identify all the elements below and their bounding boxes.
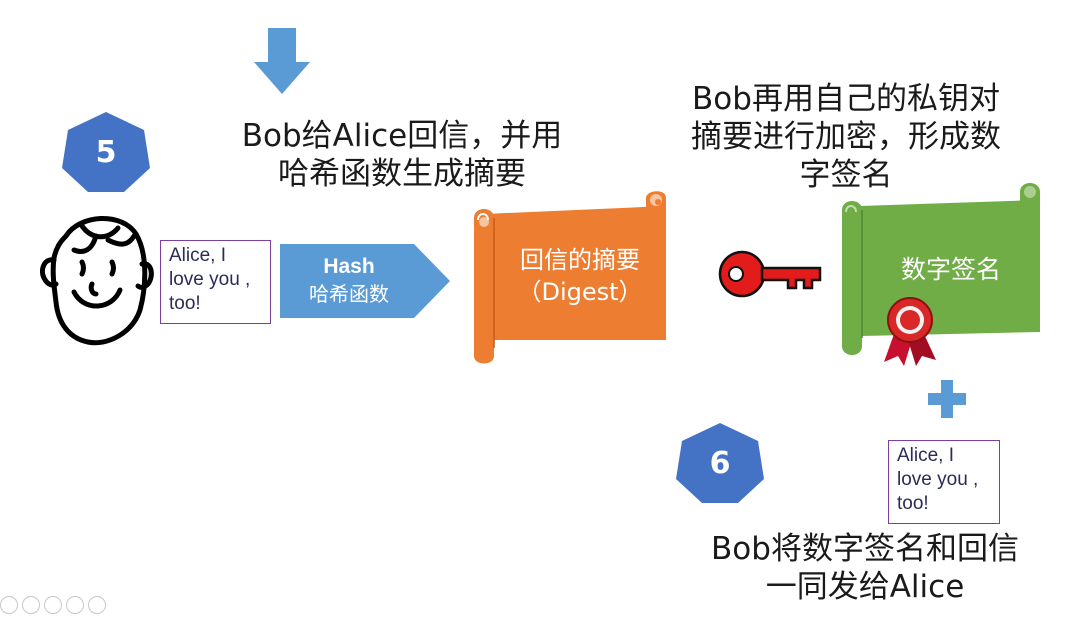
step6-caption: Bob将数字签名和回信 一同发给Alice: [690, 530, 1040, 606]
step-6-number: 6: [709, 445, 731, 481]
zoom-icon[interactable]: [66, 596, 84, 614]
step5-caption: Bob给Alice回信，并用 哈希函数生成摘要: [222, 117, 582, 193]
signature-scroll: 数字签名: [840, 180, 1044, 370]
hash-function-arrow: Hash 哈希函数: [280, 244, 450, 318]
step5-caption-line2: 哈希函数生成摘要: [278, 156, 526, 192]
step6-caption-line1: Bob将数字签名和回信: [711, 531, 1019, 567]
sent-message-box: Alice, I love you , too!: [888, 440, 1000, 524]
step6-caption-line2: 一同发给Alice: [765, 569, 965, 605]
step-5-number: 5: [95, 134, 117, 170]
previous-slide-icon[interactable]: [0, 596, 18, 614]
sent-message-line3: too!: [897, 493, 929, 514]
step-5-badge: 5: [60, 110, 152, 194]
pen-icon[interactable]: [22, 596, 40, 614]
reply-message-line1: Alice, I: [169, 245, 227, 266]
step5-caption-line1: Bob给Alice回信，并用: [241, 118, 563, 154]
slideshow-controls: [0, 594, 106, 616]
reply-message-line3: too!: [169, 293, 201, 314]
reply-message-line2: love you ,: [169, 269, 251, 290]
digest-label: 回信的摘要: [520, 246, 640, 274]
plus-icon: [928, 380, 966, 418]
hash-subtitle: 哈希函数: [309, 282, 389, 306]
sent-message-line2: love you ,: [897, 469, 979, 490]
step-6-badge: 6: [674, 421, 766, 505]
down-arrow-icon: [254, 28, 310, 94]
bob-face-icon: [36, 206, 156, 348]
sent-message-line1: Alice, I: [897, 445, 955, 466]
step5b-caption-line2: 摘要进行加密，形成数: [691, 119, 1001, 155]
signature-label: 数字签名: [900, 255, 1001, 284]
digest-label-en: （Digest）: [517, 278, 643, 306]
step5b-caption-line1: Bob再用自己的私钥对: [692, 81, 1000, 117]
hash-title: Hash: [323, 255, 375, 278]
ribbon-seal-icon: [880, 296, 940, 368]
slides-icon[interactable]: [44, 596, 62, 614]
step5b-caption-line3: 字签名: [799, 157, 893, 193]
step5b-caption: Bob再用自己的私钥对 摘要进行加密，形成数 字签名: [676, 80, 1016, 194]
digest-scroll: 回信的摘要 （Digest）: [470, 188, 670, 366]
private-key-icon: [716, 248, 826, 300]
reply-message-box: Alice, I love you , too!: [160, 240, 271, 324]
more-options-icon[interactable]: [88, 596, 106, 614]
